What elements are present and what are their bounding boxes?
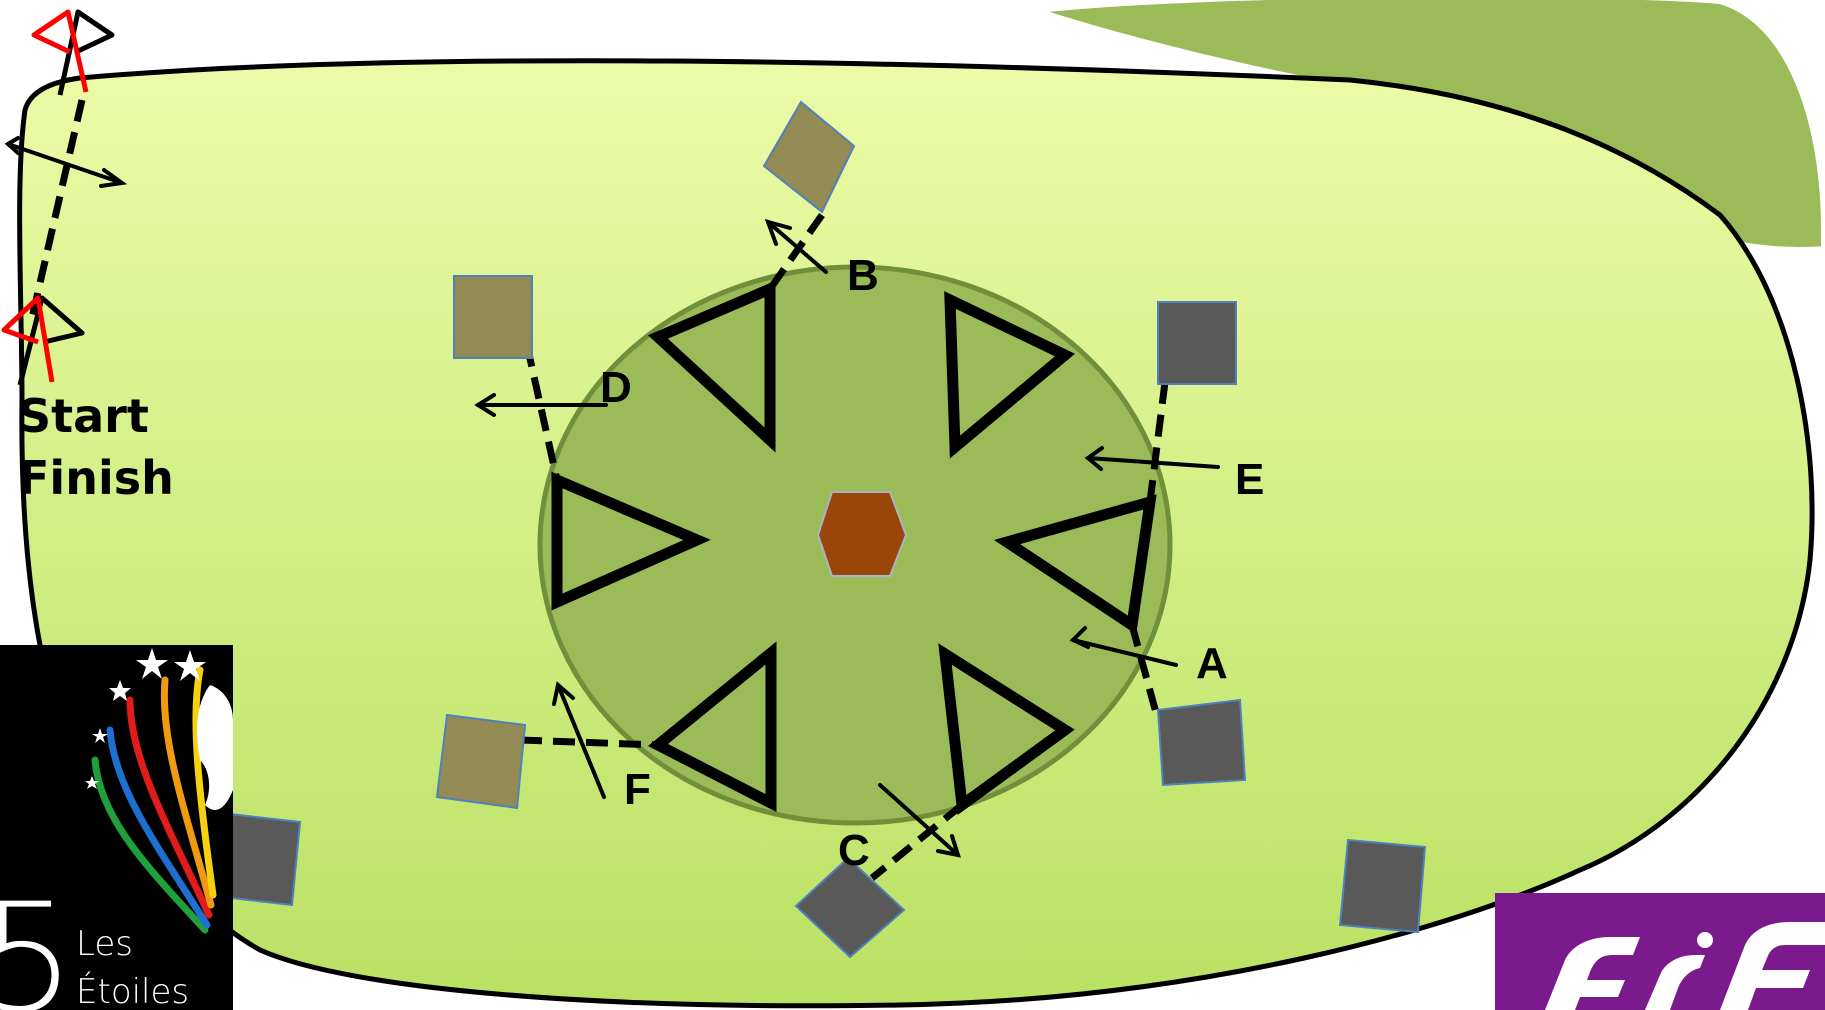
start-flag-top bbox=[31, 9, 115, 96]
label-b: B bbox=[847, 251, 879, 300]
connector-d bbox=[523, 344, 561, 481]
triangle-bottom-left bbox=[647, 641, 777, 813]
obstacle-blocks bbox=[203, 100, 1427, 959]
connector-a bbox=[1128, 624, 1162, 721]
connector-b bbox=[767, 212, 825, 292]
label-finish: Finish bbox=[18, 451, 174, 505]
ffe-mark-icon bbox=[1545, 922, 1825, 1010]
label-e: E bbox=[1235, 455, 1264, 504]
arrow-d bbox=[474, 393, 608, 417]
dashed-connectors bbox=[28, 99, 1169, 881]
triangle-bottom-right bbox=[938, 643, 1075, 816]
label-start: Start bbox=[18, 389, 149, 443]
label-f: F bbox=[624, 765, 651, 814]
label-a: A bbox=[1196, 639, 1228, 688]
logo-left-flames bbox=[91, 666, 217, 934]
block-lower-right bbox=[1338, 838, 1427, 934]
logo-left-line1: Les bbox=[76, 924, 133, 964]
horse-head-icon bbox=[197, 685, 233, 810]
block-e bbox=[1157, 301, 1237, 385]
arrow-start bbox=[4, 136, 128, 188]
logo-right bbox=[1495, 893, 1825, 1010]
start-flag-bottom bbox=[1, 295, 85, 386]
arrow-e bbox=[1084, 446, 1220, 471]
arrow-a bbox=[1069, 626, 1178, 667]
triangle-right bbox=[993, 494, 1157, 635]
label-c: C bbox=[838, 826, 870, 875]
connector-e bbox=[1146, 381, 1169, 503]
triangle-top-left bbox=[648, 280, 776, 453]
block-a bbox=[1156, 698, 1247, 787]
block-f bbox=[435, 713, 527, 810]
connector-f bbox=[519, 736, 659, 749]
block-c bbox=[794, 856, 906, 959]
block-d bbox=[453, 275, 533, 359]
stars-icon bbox=[85, 648, 206, 789]
logo-left-line2: Étoiles bbox=[76, 971, 189, 1010]
logo-left-digit: 5 bbox=[0, 872, 75, 1010]
label-d: D bbox=[600, 363, 632, 412]
inner-triangles bbox=[551, 280, 1157, 816]
connector-c bbox=[869, 802, 965, 881]
logo-left: 5 Les Étoiles bbox=[0, 645, 233, 1010]
block-b bbox=[762, 100, 856, 214]
start-finish-line bbox=[28, 99, 86, 319]
arrow-c bbox=[878, 783, 961, 858]
ffe-dot-icon bbox=[1697, 932, 1713, 948]
center-hexagon bbox=[816, 491, 908, 577]
arrow-b bbox=[764, 219, 828, 274]
arrow-f bbox=[552, 681, 606, 799]
triangle-left bbox=[551, 471, 711, 611]
triangle-top-right bbox=[944, 291, 1076, 459]
direction-arrows bbox=[4, 136, 1220, 858]
